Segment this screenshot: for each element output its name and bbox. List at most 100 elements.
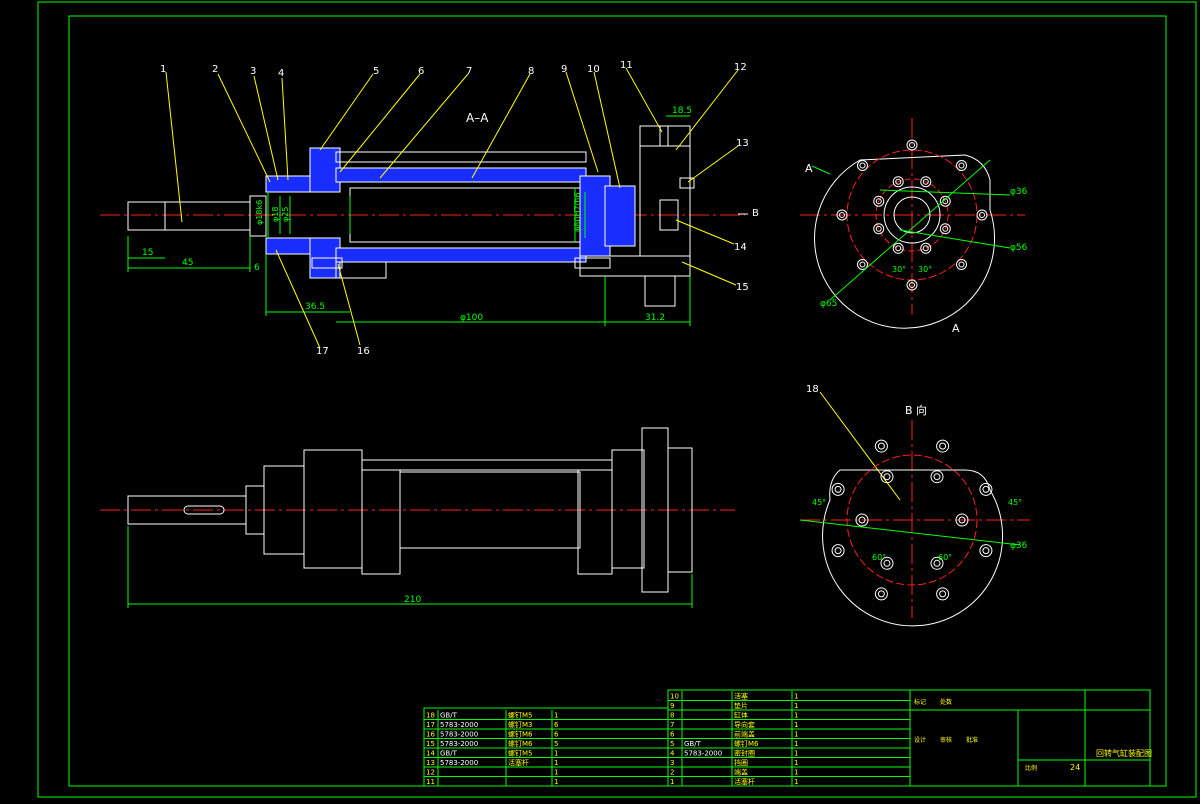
bolt-hole <box>906 139 918 151</box>
parts-left-cell: 11 <box>426 778 435 786</box>
parts-left-cell: 5783-2000 <box>440 721 478 729</box>
bolt-hole-inner <box>895 178 902 185</box>
barrel-outer-top <box>335 151 587 163</box>
parts-mid-cell: 1 <box>794 750 798 758</box>
parts-left-cell: 1 <box>554 712 558 720</box>
parts-mid-cell: 1 <box>670 778 674 786</box>
bolt-hole <box>955 160 967 172</box>
front-view: 210 <box>100 427 735 608</box>
inner-frame <box>68 15 1167 787</box>
parts-mid-cell: 1 <box>794 712 798 720</box>
dim-phi56: φ56 <box>1010 243 1028 253</box>
front-cap-top <box>265 175 317 193</box>
bolt-hole-inner <box>839 212 845 218</box>
bolt-hole <box>874 587 888 601</box>
parts-left-cell: 17 <box>426 721 435 729</box>
parts-mid-cell: 前端盖 <box>734 730 755 739</box>
callout-1: 1 <box>160 64 166 75</box>
bolt-hole-inner <box>877 590 885 598</box>
bolt-hole-inner <box>834 547 842 555</box>
callout-17: 17 <box>316 346 329 357</box>
parts-left-cell: 螺钉M5 <box>508 711 533 720</box>
end-view-b: B 向 φ36 60° 60° 45° 45° <box>799 403 1030 627</box>
barrel-wall-top <box>335 167 587 183</box>
parts-left-cell: 1 <box>554 750 558 758</box>
bolt-hole-inner <box>875 198 882 205</box>
parts-mid-cell: 密封圈 <box>734 749 755 758</box>
parts-mid-cell: 1 <box>794 721 798 729</box>
callout-12: 12 <box>734 62 747 73</box>
bolt-hole <box>930 470 944 484</box>
parts-mid-cell: 缸体 <box>734 711 748 720</box>
parts-mid-cell: 5783-2000 <box>684 750 722 758</box>
callout-leaders <box>165 67 901 501</box>
dim-left-1: φ18k6 <box>255 200 264 225</box>
parts-left-cell: 1 <box>554 759 558 767</box>
bolt-hole <box>855 513 869 527</box>
section-view: φ18k6 φ18 φ25 φ80H7/h6 15 45 6 36.5 φ100… <box>100 106 759 326</box>
bolt-hole-inner <box>958 162 965 169</box>
parts-mid-cell: 10 <box>670 693 679 701</box>
parts-mid-cell: 导向套 <box>734 720 755 729</box>
parts-left-cell: 15 <box>426 740 435 748</box>
approve-label: 批准 <box>966 736 978 744</box>
bolt-holes-b <box>831 439 993 601</box>
bolt-hole-inner <box>933 559 941 567</box>
parts-left-cell: 6 <box>554 731 559 739</box>
parts-left-cell: 活塞杆 <box>508 758 529 767</box>
bolt-hole <box>955 513 969 527</box>
bolt-hole <box>979 482 993 496</box>
dim-bore: φ80H7/h6 <box>573 193 582 232</box>
callout-7: 7 <box>466 66 472 77</box>
bolt-hole-inner <box>834 485 842 493</box>
callout-14: 14 <box>734 242 747 253</box>
callout-10: 10 <box>587 64 600 75</box>
count-label: 处数 <box>940 698 952 706</box>
bolt-hole-inner <box>979 212 985 218</box>
callout-18: 18 <box>806 384 819 395</box>
bolt-hole <box>976 209 988 221</box>
parts-left-cell: 5783-2000 <box>440 731 478 739</box>
dim-15: 15 <box>142 248 153 258</box>
parts-mid-cell: 活塞 <box>734 692 748 701</box>
bolt-hole-inner <box>909 282 915 288</box>
bolt-hole <box>880 470 894 484</box>
angle-a5: 45° <box>812 498 826 507</box>
callout-6: 6 <box>418 66 424 77</box>
bolt-hole-inner <box>939 590 947 598</box>
callout-16: 16 <box>357 346 370 357</box>
front-flange <box>303 449 363 569</box>
bolt-hole-inner <box>883 559 891 567</box>
bolt-hole-inner <box>939 442 947 450</box>
parts-mid-cell: 1 <box>794 759 798 767</box>
parts-mid-cell: 7 <box>670 721 674 729</box>
dim-phi65: φ65 <box>820 299 837 309</box>
dim-phi36-b: φ36 <box>1010 541 1028 551</box>
bolt-hole <box>873 195 885 207</box>
dim-210: 210 <box>404 595 421 605</box>
view-b-label: B 向 <box>905 403 927 417</box>
angle-a1: 30° <box>892 265 906 274</box>
bolt-hole-inner <box>933 473 941 481</box>
parts-left-cell: 螺钉M6 <box>508 730 533 739</box>
bolt-hole-inner <box>895 245 902 252</box>
bolt-hole <box>955 258 967 270</box>
parts-left-cell: 1 <box>554 778 558 786</box>
bolt-hole <box>920 242 932 254</box>
parts-mid-cell: 1 <box>794 778 798 786</box>
bolt-hole-inner <box>982 547 990 555</box>
callout-11: 11 <box>620 60 633 71</box>
b-plate-outline <box>822 469 1004 627</box>
bolt-hole-inner <box>875 225 882 232</box>
parts-mid-cell: 6 <box>670 731 675 739</box>
angle-a2: 30° <box>918 265 932 274</box>
parts-mid-cell: 活塞杆 <box>734 777 755 786</box>
sheet-no: 24 <box>1070 763 1080 772</box>
bolt-hole <box>892 242 904 254</box>
parts-mid-cell: 1 <box>794 693 798 701</box>
parts-mid-cell: 8 <box>670 712 674 720</box>
bolt-hole <box>936 587 950 601</box>
side-marker-b: B <box>752 208 759 219</box>
